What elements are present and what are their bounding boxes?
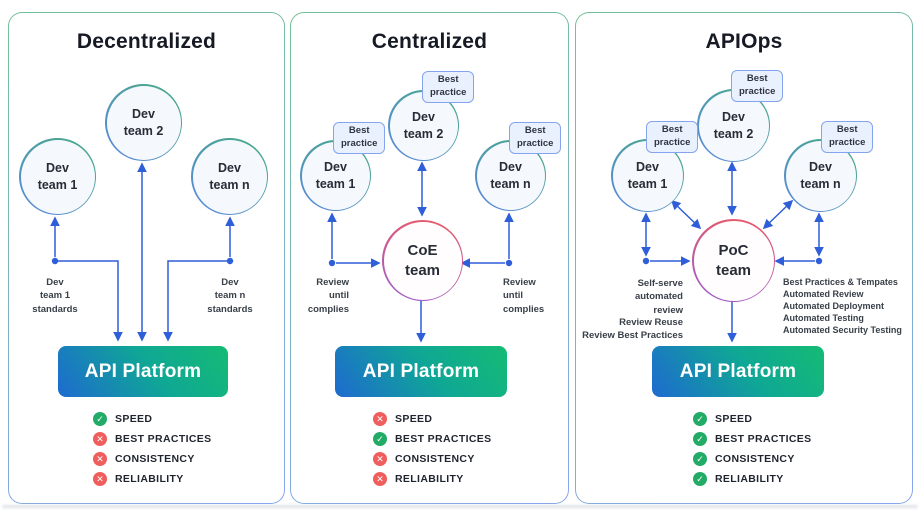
api-platform-box: API Platform [335,346,507,397]
panel-apiops: APIOps [575,12,913,504]
best-practice-badge: Best practice [333,122,386,154]
checklist-label: CONSISTENCY [115,453,195,465]
api-platform-box: API Platform [652,346,824,397]
best-practice-badge: Best practice [821,121,874,153]
best-practice-badge: Best practice [422,71,475,103]
dev-team-label: Dev team n [192,139,267,214]
checklist-label: CONSISTENCY [395,453,475,465]
page-bottom-shadow [2,505,918,509]
checklist-item: ✕ BEST PRACTICES [93,431,212,447]
dev-team-label: Dev team 2 [389,91,458,160]
checklist-item: ✓ SPEED [693,411,752,427]
panel-body: APIOps [576,13,912,503]
note-review-until-complies-left: Review until complies [307,277,349,315]
checklist-item: ✕ RELIABILITY [373,471,464,487]
junction-dot [226,257,234,265]
dev-team-label: Dev team 2 [106,85,181,160]
note-review-reuse: Review Reuse Review Best Practices [582,317,683,342]
status-icon: ✓ [693,472,707,486]
dev-team-label: Dev team 1 [20,139,95,214]
checklist-label: CONSISTENCY [715,453,795,465]
poc-team-circle: PoC team [692,219,775,302]
panel-title: Centralized [371,30,488,53]
status-icon: ✕ [93,472,107,486]
checklist-label: RELIABILITY [715,473,784,485]
junction-dot [328,259,336,267]
checklist-label: BEST PRACTICES [395,433,492,445]
junction-dot [505,259,513,267]
checklist-item: ✓ RELIABILITY [693,471,784,487]
checklist-item: ✕ CONSISTENCY [373,451,475,467]
status-icon: ✕ [373,472,387,486]
junction-dot [815,257,823,265]
status-icon: ✓ [93,412,107,426]
checklist-item: ✕ CONSISTENCY [93,451,195,467]
best-practice-badge: Best practice [509,122,562,154]
status-icon: ✕ [373,412,387,426]
checklist-item: ✕ SPEED [373,411,432,427]
status-icon: ✓ [693,452,707,466]
checklist-label: BEST PRACTICES [115,433,212,445]
coe-team-circle: CoE team [382,220,463,301]
panel-body: Centralized De [291,13,568,503]
note-self-serve-automated-review: Self-serve automated review [634,278,683,316]
status-icon: ✓ [373,432,387,446]
status-icon: ✓ [693,412,707,426]
dev-team-n-circle: Dev team n [784,139,857,212]
checklist-item: ✕ RELIABILITY [93,471,184,487]
best-practice-badge: Best practice [731,70,784,102]
checklist-item: ✓ CONSISTENCY [693,451,795,467]
note-review-until-complies-right: Review until complies [503,277,545,315]
status-icon: ✕ [373,452,387,466]
checklist-label: RELIABILITY [395,473,464,485]
panel-title: APIOps [705,30,783,53]
junction-dot [642,257,650,265]
status-icon: ✓ [693,432,707,446]
checklist-label: SPEED [715,413,753,425]
checklist-label: BEST PRACTICES [715,433,812,445]
status-icon: ✕ [93,452,107,466]
coe-team-label: CoE team [383,221,462,300]
junction-dot [51,257,59,265]
best-practice-badge: Best practice [646,121,699,153]
dev-team-label: Dev team 2 [698,90,769,161]
note-dev-team-1-standards: Dev team 1 standards [32,277,78,315]
panel-title: Decentralized [76,30,217,53]
checklist-item: ✓ BEST PRACTICES [693,431,812,447]
checklist-item: ✓ SPEED [93,411,152,427]
panel-centralized: Centralized De [290,12,569,504]
checklist-label: SPEED [395,413,433,425]
note-dev-team-n-standards: Dev team n standards [207,277,253,315]
panel-body: Decentralized Dev team 1 [9,13,284,503]
dev-team-2-circle: Dev team 2 [105,84,182,161]
checklist-label: RELIABILITY [115,473,184,485]
poc-team-label: PoC team [693,220,774,301]
status-icon: ✕ [93,432,107,446]
checklist-item: ✓ BEST PRACTICES [373,431,492,447]
panel-decentralized: Decentralized Dev team 1 [8,12,285,504]
checklist-label: SPEED [115,413,153,425]
note-automation-list: Best Practices & Tempates Automated Revi… [783,277,902,335]
api-platform-box: API Platform [58,346,228,397]
dev-team-1-circle: Dev team 1 [19,138,96,215]
dev-team-n-circle: Dev team n [191,138,268,215]
